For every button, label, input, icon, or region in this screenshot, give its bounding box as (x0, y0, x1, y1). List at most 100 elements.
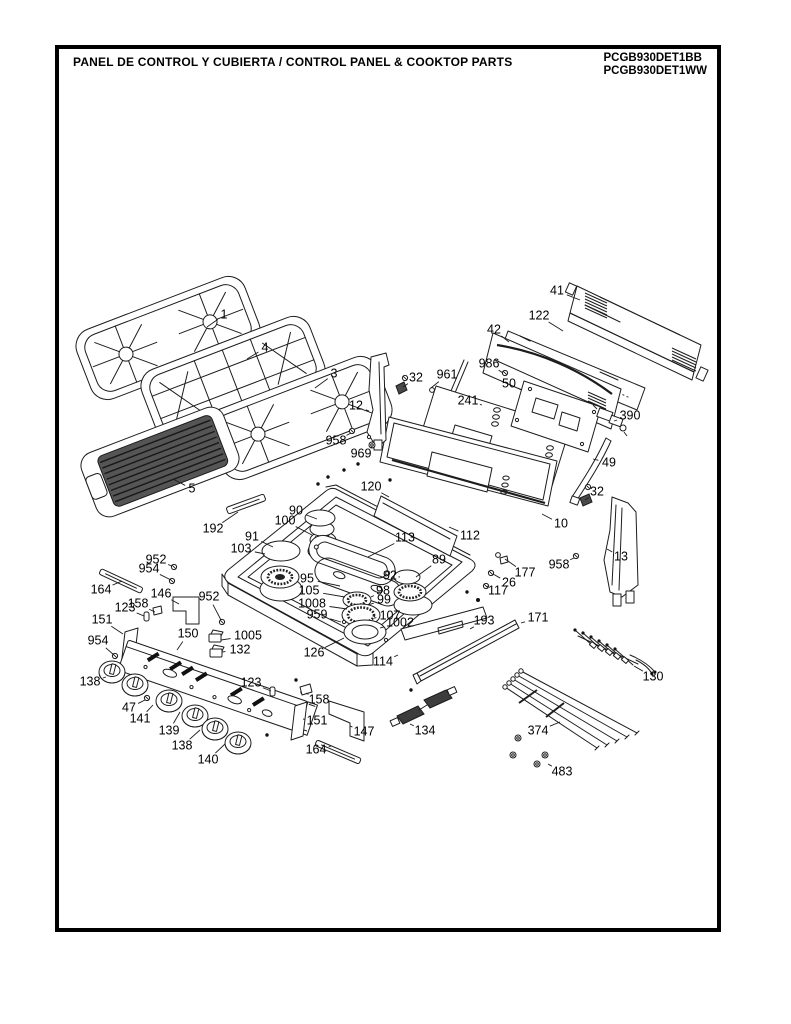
callout-label: 4 (262, 340, 269, 354)
control-panel-bar-part (118, 639, 318, 736)
callout-label: 132 (230, 642, 251, 656)
peg-123-right (269, 686, 276, 697)
callout-label: 1008 (298, 596, 326, 610)
panel-147 (328, 700, 365, 742)
callout-label: 192 (203, 521, 224, 535)
screw-952-left2 (218, 618, 226, 626)
screw-952-left (170, 563, 178, 571)
callout-label: 100 (275, 513, 296, 527)
control-knob (201, 717, 229, 741)
callout-label: 123 (241, 675, 262, 689)
callout-label: 954 (88, 633, 109, 647)
hinge-bracket-left (395, 374, 409, 395)
callout-leader (479, 403, 483, 406)
callout-label: 139 (159, 723, 180, 737)
callout-leader (111, 625, 124, 635)
connector-132 (209, 644, 225, 658)
callout-label: 99 (377, 592, 391, 606)
callout-label: 241 (458, 393, 479, 407)
callout-leader (102, 676, 107, 679)
control-board-part (510, 380, 602, 453)
side-trim-left-part (366, 352, 390, 451)
callout-leader (329, 618, 342, 623)
callout-leader (606, 548, 613, 553)
callout-label: 123 (115, 600, 136, 614)
callout-leader (172, 478, 186, 486)
callout-leader (633, 665, 644, 672)
nut-483 (533, 760, 541, 768)
griddle-part (80, 406, 240, 518)
model-number-2: PCGB930DET1WW (603, 65, 707, 77)
wire-harness-part (573, 628, 657, 676)
clip-158-left (152, 605, 163, 616)
burner-center-stack (341, 591, 389, 645)
callout-leader (381, 492, 390, 498)
callout-label: 1002 (386, 615, 414, 629)
callout-label: 958 (326, 433, 347, 447)
callout-leader (548, 321, 564, 332)
callout-label: 5 (189, 481, 196, 495)
peg-123-left (143, 611, 150, 622)
burner-right-rear (393, 569, 433, 616)
callout-label: 986 (479, 356, 500, 370)
callout-label: 969 (351, 446, 372, 460)
callout-label: 151 (92, 612, 113, 626)
control-overlay-part (379, 416, 558, 507)
callout-leader (592, 458, 599, 461)
callout-leader (584, 497, 590, 501)
callout-label: 140 (198, 752, 219, 766)
grate-center-part (140, 315, 326, 441)
callout-label: 47 (122, 700, 136, 714)
backsplash-panel-part (564, 282, 709, 382)
callout-leader (365, 409, 370, 412)
callout-label: 1 (221, 307, 228, 321)
callout-label: 112 (460, 528, 480, 542)
callout-leader (295, 526, 313, 536)
callout-leader (261, 541, 274, 548)
callout-label: 12 (349, 398, 363, 412)
callout-leader (394, 654, 399, 658)
ribbon-134-part (389, 686, 458, 727)
callout-label: 961 (437, 367, 458, 381)
callout-label: 959 (307, 607, 328, 621)
callout-leader (547, 763, 553, 767)
callout-leader (305, 514, 318, 520)
callout-label: 105 (299, 583, 320, 597)
callout-leader (323, 592, 346, 598)
callout-label: 193 (474, 613, 495, 627)
hinge-bracket-right (579, 483, 593, 507)
callout-leader (520, 621, 526, 624)
callout-label: 90 (289, 503, 303, 517)
callout-leader (212, 604, 222, 621)
callout-leader (176, 641, 184, 651)
callout-label: 147 (354, 724, 375, 738)
callout-leader (246, 351, 259, 360)
model-numbers: PCGB930DET1BB PCGB930DET1WW (603, 52, 707, 78)
callout-leader (262, 687, 272, 692)
callout-label: 50 (502, 376, 516, 390)
scattered-screws (265, 462, 480, 737)
callout-label: 91 (245, 529, 259, 543)
callout-label: 1005 (234, 628, 262, 642)
callout-label: 952 (146, 552, 167, 566)
callout-leader (415, 565, 432, 578)
callout-label: 138 (172, 738, 193, 752)
callout-leader (215, 743, 226, 754)
callout-leader (541, 513, 553, 520)
callout-leader (328, 745, 332, 748)
callout-label: 150 (178, 626, 199, 640)
callout-leader (137, 699, 146, 704)
clip-158-right (299, 683, 313, 696)
panel-151-right (290, 701, 308, 741)
callout-label: 141 (130, 711, 151, 725)
callout-leader (329, 606, 348, 610)
callout-leader (317, 580, 341, 587)
callout-leader (469, 626, 475, 630)
nut-483 (514, 734, 522, 742)
callout-leader (314, 378, 329, 389)
callout-label: 952 (199, 589, 220, 603)
screw-26 (487, 569, 495, 577)
callout-leader (112, 580, 123, 586)
callout-leader (370, 595, 375, 598)
callout-label: 164 (306, 742, 327, 756)
